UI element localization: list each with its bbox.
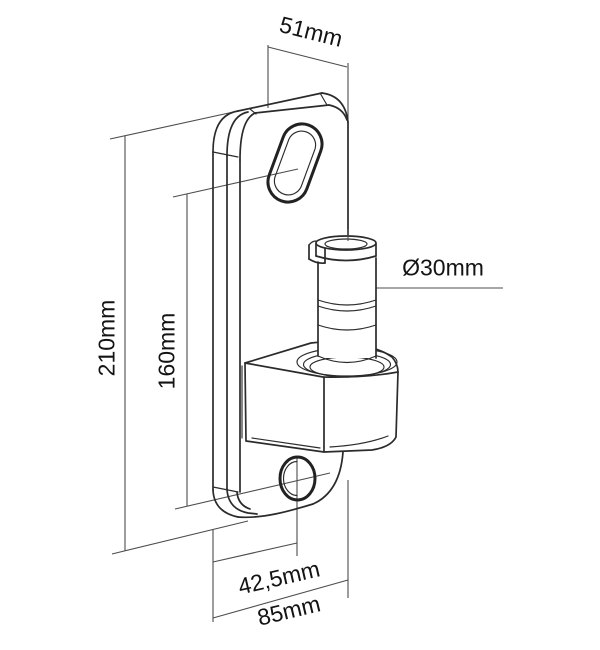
dim-210-ext-top: [109, 110, 239, 140]
dim-51-line: [267, 46, 348, 68]
pin-band-1: [317, 299, 377, 306]
dim-160-ext-top: [172, 168, 299, 198]
pin-cap-notch: [308, 240, 326, 265]
dim-label-hole-spacing: 160mm: [153, 312, 180, 390]
bottom-hole: [278, 455, 317, 502]
plate-bottom-edge: [237, 503, 314, 519]
dim-160-ext-bottom: [174, 472, 331, 510]
dim-label-pin-diameter: Ø30mm: [402, 254, 484, 281]
dim-85-line: [212, 579, 349, 619]
plate-top-outer-edge: [237, 92, 323, 112]
plate-top-front-edge: [254, 104, 330, 114]
plate-band-tick-bottom: [212, 486, 239, 493]
housing-outline: [244, 340, 399, 453]
plate-corner-seam-tick-tl: [249, 108, 257, 115]
pin-band-2: [317, 305, 377, 312]
plate-corner-seam-tick-tr: [319, 92, 328, 106]
dim-label-overall-height: 210mm: [93, 299, 120, 377]
pin-cap-top-inner: [324, 238, 368, 250]
pin-base-arc: [317, 355, 377, 364]
pivot-housing: [241, 340, 399, 453]
dim-425-line: [212, 542, 298, 563]
pin-cap-bottom-rim: [315, 255, 377, 262]
plate-band-tick-top: [212, 151, 239, 158]
dim-210-ext-bottom: [111, 520, 249, 555]
pin-band-3: [317, 324, 377, 331]
top-slot-hole: [266, 122, 324, 204]
dimension-lines: [109, 45, 503, 622]
pivot-pin: [308, 229, 377, 364]
pin-cap-top: [315, 235, 377, 251]
